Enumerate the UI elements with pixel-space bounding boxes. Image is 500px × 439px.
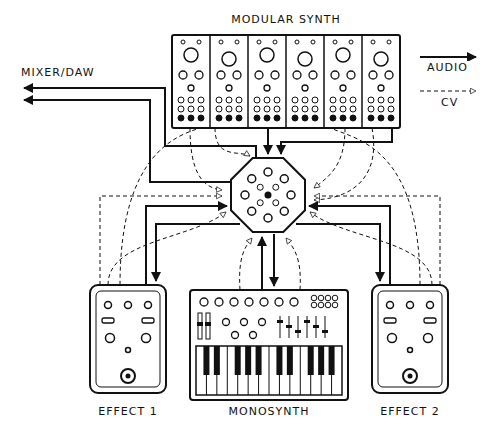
device-box: MONOSYNTH xyxy=(226,405,313,418)
legend-sample xyxy=(420,57,476,91)
monosynth-body xyxy=(190,290,348,400)
device-label: EFFECT 2 xyxy=(379,405,440,418)
hub-jacks xyxy=(241,168,295,222)
output-label-text: MIXER/DAW xyxy=(20,66,96,79)
output-label: MIXER/DAW xyxy=(20,66,96,79)
legend-text: CV xyxy=(440,96,459,109)
legend-entry: AUDIO xyxy=(426,61,469,74)
monosynth-controls xyxy=(197,295,338,395)
effect-pedal xyxy=(90,285,166,393)
module-knobs xyxy=(178,35,394,128)
device-box: EFFECT 1 xyxy=(95,405,160,418)
patch-hub xyxy=(231,158,305,232)
audio-wire xyxy=(24,88,392,290)
device-label: MODULAR SYNTH xyxy=(230,13,342,26)
modular-synth xyxy=(172,35,400,128)
legend-text: AUDIO xyxy=(426,61,469,74)
effect-pedal xyxy=(372,285,448,393)
device-label: MONOSYNTH xyxy=(228,405,311,418)
device-label: EFFECT 1 xyxy=(97,405,158,418)
cv-wire xyxy=(100,128,440,290)
legend-entry: CV xyxy=(440,96,459,109)
device-box: MODULAR SYNTH xyxy=(228,13,344,26)
device-box: EFFECT 2 xyxy=(377,405,442,418)
